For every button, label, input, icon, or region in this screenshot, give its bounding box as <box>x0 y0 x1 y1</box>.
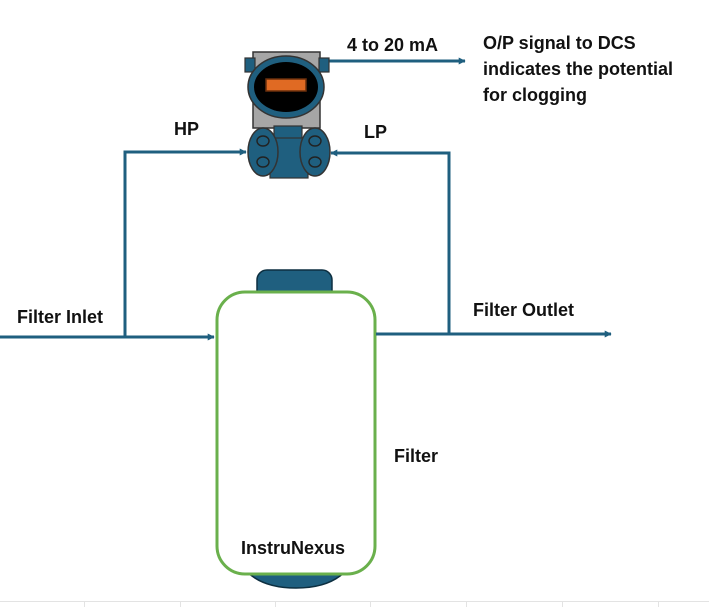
sheet-gridtick <box>466 601 467 607</box>
signal-note-line: for clogging <box>483 85 587 105</box>
hp-flange-bolt-top <box>256 135 270 147</box>
filter-label: Filter <box>394 446 439 466</box>
sheet-gridtick <box>180 601 181 607</box>
signal-note: O/P signal to DCS indicates the potentia… <box>483 30 673 108</box>
sheet-gridtick <box>658 601 659 607</box>
lp-label: LP <box>364 122 388 142</box>
hp-flange <box>247 127 279 177</box>
filter-inlet-label: Filter Inlet <box>17 307 104 327</box>
dp-transmitter-icon <box>244 51 331 179</box>
transmitter-right-lug <box>318 57 330 73</box>
lp-flange-bolt-top <box>308 135 322 147</box>
sheet-gridtick <box>562 601 563 607</box>
signal-note-line: indicates the potential <box>483 59 674 79</box>
sheet-gridtick <box>275 601 276 607</box>
signal-note-line: O/P signal to DCS <box>483 33 636 53</box>
lp-flange <box>299 127 331 177</box>
sheet-gridtick <box>370 601 371 607</box>
hp-flange-bolt-bottom <box>256 156 270 168</box>
transmitter-left-lug <box>244 57 256 73</box>
hp-label: HP <box>174 119 200 139</box>
display-window <box>265 78 307 92</box>
sheet-gridtick <box>84 601 85 607</box>
sheet-gridline <box>0 601 709 608</box>
brand-label: InstruNexus <box>241 538 346 558</box>
signal-range-label: 4 to 20 mA <box>347 35 439 55</box>
lp-flange-bolt-bottom <box>308 156 322 168</box>
lp-impulse-line <box>330 149 451 334</box>
hp-impulse-line <box>123 148 247 337</box>
filter-vessel-icon <box>215 290 377 576</box>
filter-outlet-label: Filter Outlet <box>473 300 575 320</box>
